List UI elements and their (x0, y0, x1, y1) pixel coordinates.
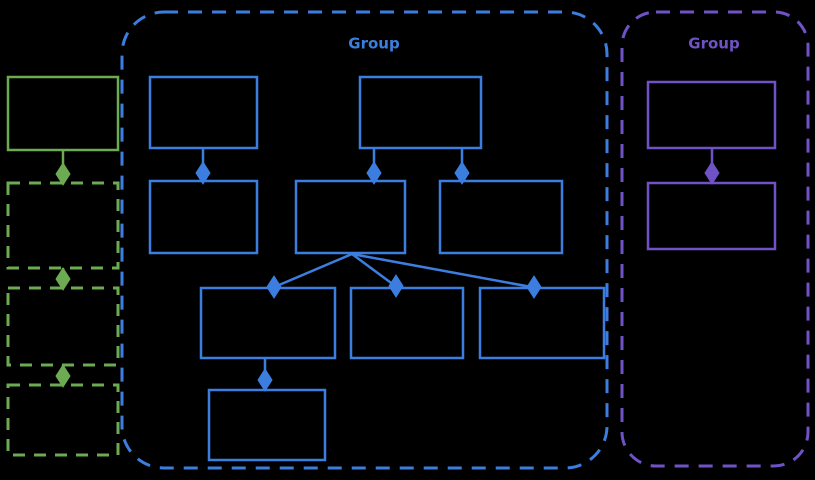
diamond-marker-icon (526, 275, 542, 299)
edges-layer (61, 148, 714, 390)
node-box[interactable] (148, 179, 259, 255)
node-box[interactable] (438, 179, 564, 255)
diamond-marker-icon (55, 162, 71, 186)
labels-layer: Group Group (348, 35, 740, 53)
group-container-1[interactable] (120, 10, 609, 470)
group-label: Group (348, 35, 400, 53)
node-box[interactable] (646, 181, 777, 251)
nodes-layer (6, 75, 777, 462)
edge-connector[interactable] (351, 252, 399, 290)
diamond-marker-icon (366, 161, 382, 185)
node-box[interactable] (148, 75, 259, 150)
node-box[interactable] (478, 286, 606, 360)
diamond-marker-icon (257, 368, 273, 392)
node-box[interactable] (6, 383, 120, 457)
diamond-marker-icon (195, 161, 211, 185)
edge-connector[interactable] (351, 252, 538, 290)
diamond-marker-icon (55, 267, 71, 291)
markers-layer (55, 161, 720, 392)
node-box[interactable] (349, 286, 465, 360)
node-box[interactable] (294, 179, 407, 255)
node-box[interactable] (6, 286, 120, 367)
node-box[interactable] (358, 75, 483, 150)
edge-connector[interactable] (271, 252, 353, 290)
diamond-marker-icon (704, 161, 720, 185)
group-label: Group (688, 35, 740, 53)
diamond-marker-icon (388, 274, 404, 298)
groups-layer (120, 10, 810, 470)
group-container-2[interactable] (620, 10, 810, 468)
node-box[interactable] (6, 75, 120, 152)
diamond-marker-icon (454, 161, 470, 185)
diamond-marker-icon (55, 364, 71, 388)
diamond-marker-icon (266, 275, 282, 299)
node-box[interactable] (199, 286, 337, 360)
node-box[interactable] (207, 388, 327, 462)
node-box[interactable] (646, 80, 777, 150)
node-box[interactable] (6, 181, 120, 270)
